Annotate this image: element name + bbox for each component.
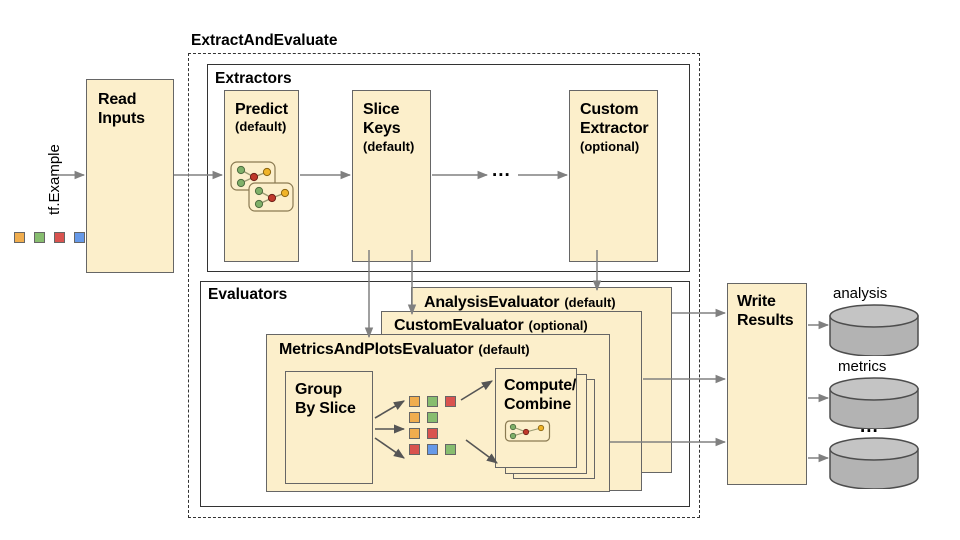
slice-row <box>409 444 456 455</box>
write-results-box[interactable]: Write Results <box>727 283 807 485</box>
read-inputs-title-line2: Inputs <box>98 110 145 128</box>
evaluators-label: Evaluators <box>208 286 288 303</box>
extractor-predict-box[interactable]: Predict (default) <box>224 90 299 262</box>
slice-swatch <box>445 444 456 455</box>
evaluator-analysis-name: AnalysisEvaluator <box>424 294 560 311</box>
extractor-slice-keys-title-line1: Slice <box>363 101 400 118</box>
slice-swatch <box>427 428 438 439</box>
extractor-slice-keys-title-line2: Keys <box>363 120 401 138</box>
evaluator-custom-name: CustomEvaluator <box>394 317 524 334</box>
group-by-slice-box[interactable]: Group By Slice <box>285 371 373 484</box>
write-results-title-line2: Results <box>737 312 794 330</box>
extract-and-evaluate-frame <box>188 53 700 518</box>
group-by-slice-line1: Group <box>295 381 342 398</box>
group-by-slice-line2: By Slice <box>295 400 356 418</box>
slice-row <box>409 428 456 439</box>
extractor-slice-keys-qualifier: (default) <box>363 138 415 154</box>
evaluator-metrics-and-plots-qualifier: (default) <box>478 342 530 357</box>
extractors-ellipsis: ... <box>492 160 511 181</box>
slice-row <box>409 412 456 423</box>
evaluators-frame <box>200 281 690 507</box>
slice-swatch <box>445 396 456 407</box>
output-label-metrics: metrics <box>838 358 887 375</box>
input-label-tf-example: tf.Example <box>46 144 63 215</box>
read-inputs-title-line1: Read <box>98 91 137 108</box>
slice-swatch <box>427 444 438 455</box>
slice-swatch <box>409 412 420 423</box>
compute-combine-box[interactable]: Compute/ Combine <box>495 368 577 468</box>
slice-swatch <box>409 396 420 407</box>
output-label-ellipsis: ... <box>860 416 879 437</box>
extractor-slice-keys-box[interactable]: Slice Keys (default) <box>352 90 431 262</box>
extractor-custom-title-line1: Custom <box>580 101 639 118</box>
extractor-custom-box[interactable]: Custom Extractor (optional) <box>569 90 658 262</box>
swatch-blue <box>74 232 85 243</box>
evaluator-metrics-and-plots-name: MetricsAndPlotsEvaluator <box>279 341 474 358</box>
extractor-predict-qualifier: (default) <box>235 119 287 135</box>
slice-swatch <box>427 412 438 423</box>
slice-swatch <box>409 444 420 455</box>
evaluator-custom-qualifier: (optional) <box>528 318 588 333</box>
compute-combine-line1: Compute/ <box>504 377 577 394</box>
slice-row <box>409 396 456 407</box>
extractor-custom-title-line2: Extractor <box>580 120 649 138</box>
extractor-custom-qualifier: (optional) <box>580 138 640 154</box>
swatch-red <box>54 232 65 243</box>
output-label-analysis: analysis <box>833 285 888 302</box>
slice-swatch-grid <box>409 396 456 455</box>
extractors-frame <box>207 64 690 272</box>
swatch-green <box>34 232 45 243</box>
read-inputs-box[interactable]: Read Inputs <box>86 79 174 273</box>
compute-combine-line2: Combine <box>504 396 572 414</box>
write-results-title-line1: Write <box>737 293 776 310</box>
input-swatches <box>14 232 85 243</box>
slice-swatch <box>427 396 438 407</box>
extract-and-evaluate-label: ExtractAndEvaluate <box>191 32 338 49</box>
extractors-label: Extractors <box>215 70 292 87</box>
swatch-orange <box>14 232 25 243</box>
evaluator-analysis-qualifier: (default) <box>564 295 616 310</box>
slice-swatch <box>409 428 420 439</box>
extractor-predict-title: Predict <box>235 101 288 118</box>
